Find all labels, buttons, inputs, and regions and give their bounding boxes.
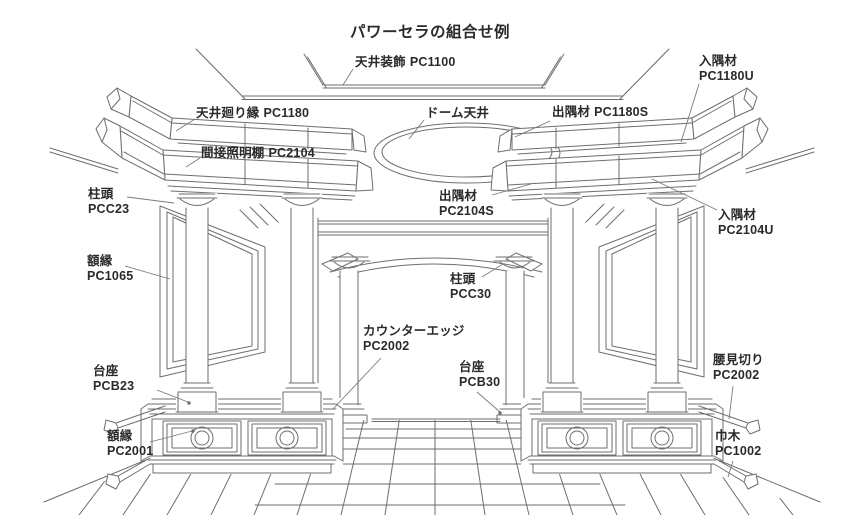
pilaster-capital-left: [329, 256, 371, 269]
page-title: パワーセラの組合せ例: [349, 24, 510, 41]
pilaster-base-right: [496, 403, 534, 424]
pedestal-col1: [175, 382, 219, 413]
arch-end-left: [321, 252, 359, 272]
ceiling-trim-lines: [195, 48, 670, 100]
cornice-left: [49, 87, 374, 229]
soffit-hatch-right: [585, 203, 625, 229]
alcove-upper-band: [317, 220, 549, 236]
wall-trims: [43, 405, 821, 503]
counter-right: [527, 398, 717, 420]
leader-lines: [124, 68, 734, 478]
pedestal-col4: [645, 382, 689, 413]
arch-end-right: [505, 252, 543, 272]
shelf-return-right-wall: [745, 147, 815, 174]
alcove-corner-verticals: [317, 217, 549, 400]
pedestal-col3: [540, 382, 584, 413]
baseboard-left: [43, 457, 151, 503]
columns: [175, 193, 689, 413]
alcove: [317, 217, 549, 424]
chair-rail-right: [698, 405, 749, 429]
pilaster-shafts: [339, 270, 525, 406]
capital-col4: [646, 193, 688, 206]
cornice-joints-right: [555, 123, 620, 189]
pedestal-col2: [280, 382, 324, 413]
cabinet-base-left: [147, 455, 337, 474]
shelf-end-block-left: [95, 117, 123, 159]
capital-col2: [281, 193, 323, 206]
shelf-end-block-right: [741, 117, 769, 159]
cornice-joints-left: [244, 123, 309, 189]
chair-rail-left: [115, 405, 166, 429]
shelf-corner-right: [355, 160, 374, 192]
crown-corner-center: [497, 128, 513, 153]
crown-corner-right: [351, 128, 367, 153]
cabinet-right: [520, 398, 724, 474]
crown-end-block-left: [106, 87, 132, 118]
capital-col3: [541, 193, 583, 206]
pilaster-capital-right: [493, 256, 535, 269]
alcove-floor-steps: [339, 418, 535, 439]
wall-panel-right: [598, 205, 705, 378]
crown-end-block-right: [732, 87, 758, 118]
label-dome-ceiling: ドーム天井: [426, 106, 490, 120]
capital-col1: [176, 193, 218, 206]
counter-left: [147, 398, 337, 420]
shelf-corner-center: [490, 160, 509, 192]
wall-panel-left: [159, 205, 266, 378]
soffit-hatch-left: [239, 203, 279, 229]
shelf-return-left-wall: [49, 147, 119, 174]
cabinet-base-right: [527, 455, 717, 474]
baseboard-right: [713, 457, 821, 503]
